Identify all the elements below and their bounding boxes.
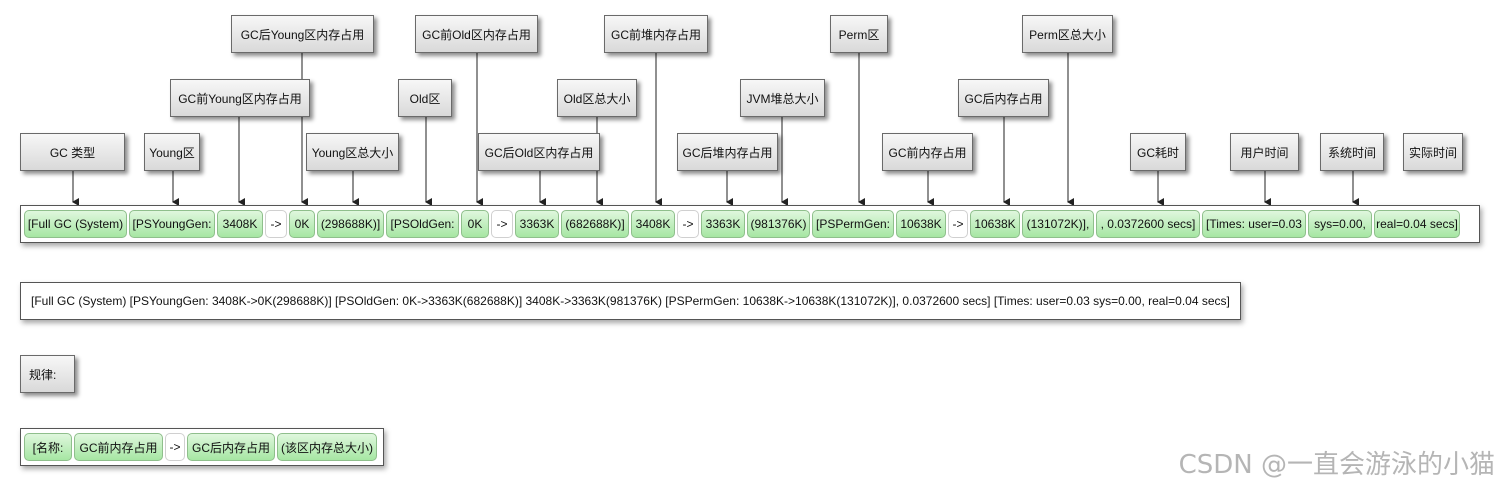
log-cell: sys=0.00, xyxy=(1308,210,1372,238)
label-gc-before-old: GC前Old区内存占用 xyxy=(415,15,538,53)
log-cell: 10638K xyxy=(970,210,1020,238)
watermark: CSDN @一直会游泳的小猫 xyxy=(1178,450,1495,480)
label-sys-time: 系统时间 xyxy=(1320,133,1384,171)
label-gc-type: GC 类型 xyxy=(20,133,125,171)
log-cell: 3363K xyxy=(515,210,559,238)
rule-cell: [名称: xyxy=(24,433,72,461)
label-perm-area: Perm区 xyxy=(830,15,888,53)
log-cell: (682688K)] xyxy=(561,210,629,238)
label-gc-after-young: GC后Young区内存占用 xyxy=(231,15,374,53)
log-cells-row: [Full GC (System) [PSYoungGen: 3408K -> … xyxy=(20,205,1480,243)
log-cell: -> xyxy=(491,210,513,238)
full-log-text: [Full GC (System) [PSYoungGen: 3408K->0K… xyxy=(20,282,1241,320)
label-young-area: Young区 xyxy=(144,133,200,171)
log-cell: 10638K xyxy=(896,210,946,238)
rule-cell: (该区内存总大小) xyxy=(277,433,377,461)
label-gc-time: GC耗时 xyxy=(1130,133,1186,171)
label-old-area: Old区 xyxy=(398,79,452,117)
rule-cell: -> xyxy=(165,433,185,461)
log-cell: [PSYoungGen: xyxy=(129,210,215,238)
label-jvm-heap-total: JVM堆总大小 xyxy=(740,79,825,117)
log-cell: [Times: user=0.03 xyxy=(1202,210,1306,238)
label-young-total: Young区总大小 xyxy=(306,133,399,171)
rule-label: 规律: xyxy=(20,355,75,393)
log-cell: 3408K xyxy=(217,210,263,238)
log-cell: [Full GC (System) xyxy=(24,210,127,238)
log-cell: , 0.0372600 secs] xyxy=(1096,210,1200,238)
rule-cell: GC前内存占用 xyxy=(74,433,163,461)
log-cell: (298688K)] xyxy=(317,210,384,238)
log-cell: 3363K xyxy=(701,210,745,238)
log-cell: -> xyxy=(948,210,968,238)
label-gc-before-perm: GC前内存占用 xyxy=(882,133,973,171)
label-gc-before-heap: GC前堆内存占用 xyxy=(604,15,708,53)
log-cell: [PSPermGen: xyxy=(812,210,894,238)
rule-cells-row: [名称: GC前内存占用 -> GC后内存占用 (该区内存总大小) xyxy=(20,428,384,466)
log-cell: real=0.04 secs] xyxy=(1374,210,1460,238)
label-gc-before-young: GC前Young区内存占用 xyxy=(170,79,310,117)
label-gc-after-heap: GC后堆内存占用 xyxy=(677,133,778,171)
log-cell: 0K xyxy=(461,210,489,238)
label-real-time: 实际时间 xyxy=(1403,133,1463,171)
label-user-time: 用户时间 xyxy=(1230,133,1299,171)
rule-cell: GC后内存占用 xyxy=(187,433,275,461)
label-old-total: Old区总大小 xyxy=(557,79,637,117)
log-cell: [PSOldGen: xyxy=(386,210,459,238)
log-cell: (131072K)], xyxy=(1022,210,1094,238)
log-cell: 3408K xyxy=(631,210,675,238)
log-cell: 0K xyxy=(289,210,315,238)
log-cell: (981376K) xyxy=(747,210,810,238)
label-perm-total: Perm区总大小 xyxy=(1022,15,1113,53)
log-cell: -> xyxy=(265,210,287,238)
label-gc-after-perm: GC后内存占用 xyxy=(958,79,1049,117)
label-gc-after-old: GC后Old区内存占用 xyxy=(478,133,600,171)
log-cell: -> xyxy=(677,210,699,238)
